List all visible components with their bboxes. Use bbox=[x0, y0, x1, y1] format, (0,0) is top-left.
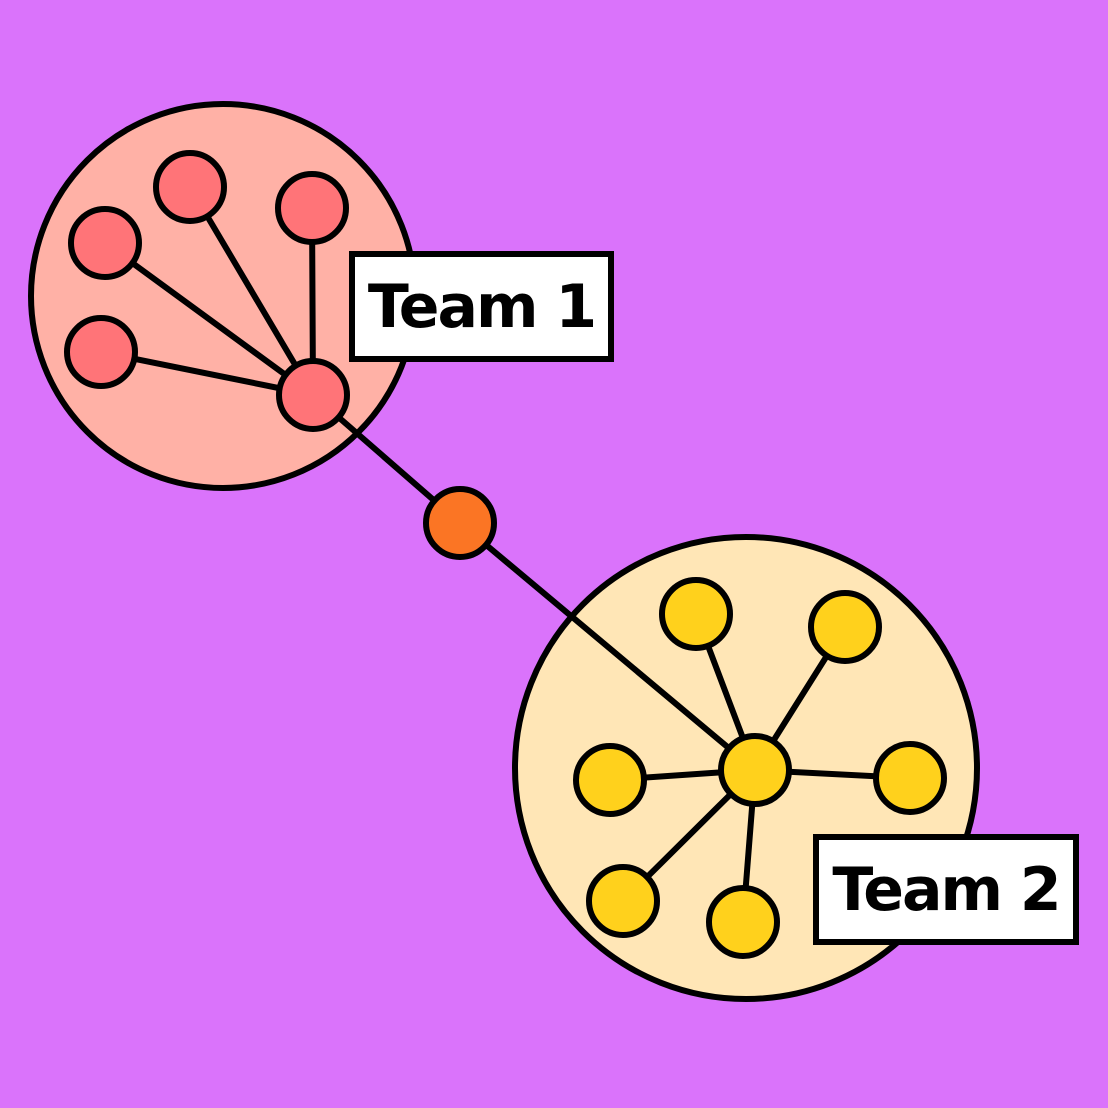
team-1-member-node bbox=[275, 171, 349, 245]
team-2-label: Team 2 bbox=[813, 834, 1079, 945]
team-2-member-node bbox=[873, 741, 947, 815]
team-2-member-node bbox=[808, 590, 882, 664]
team-2-member-node bbox=[573, 743, 647, 817]
link-team-1-member-3 bbox=[187, 184, 316, 398]
connector-node bbox=[423, 486, 497, 560]
link-team-1-member-2 bbox=[102, 240, 316, 398]
team-1-label: Team 1 bbox=[349, 251, 614, 362]
team-1-member-node bbox=[153, 150, 227, 224]
link-connector-to-team-2 bbox=[457, 520, 758, 773]
team-1-member-node bbox=[68, 206, 142, 280]
team-2-member-node bbox=[706, 885, 780, 959]
team-1-member-node bbox=[64, 315, 138, 389]
team-2-member-node bbox=[659, 577, 733, 651]
team-1-hub-node bbox=[276, 358, 350, 432]
team-2-hub-node bbox=[718, 733, 792, 807]
team-2-member-node bbox=[586, 864, 660, 938]
